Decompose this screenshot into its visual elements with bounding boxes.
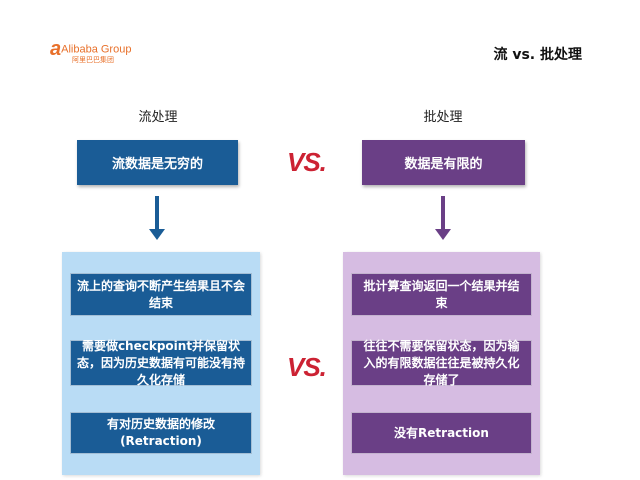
- stream-title: 流处理: [138, 110, 178, 125]
- stream-header-box: 流数据是无穷的: [77, 140, 238, 185]
- batch-item: 没有Retraction: [351, 412, 532, 454]
- down-arrow-icon: [435, 196, 451, 240]
- batch-header-box: 数据是有限的: [362, 140, 525, 185]
- batch-title: 批处理: [423, 110, 463, 125]
- batch-item: 批计算查询返回一个结果并结束: [351, 273, 532, 316]
- down-arrow-icon: [149, 196, 165, 240]
- vs-label-bottom: VS.: [287, 352, 327, 382]
- slide-title: 流 vs. 批处理: [493, 47, 582, 63]
- stream-panel: 流上的查询不断产生结果且不会结束 需要做checkpoint并保留状态，因为历史…: [62, 252, 260, 475]
- batch-item: 往往不需要保留状态，因为输入的有限数据往往是被持久化存储了: [351, 339, 532, 387]
- batch-panel: 批计算查询返回一个结果并结束 往往不需要保留状态，因为输入的有限数据往往是被持久…: [343, 252, 540, 475]
- stream-item: 流上的查询不断产生结果且不会结束: [70, 273, 252, 316]
- stream-item: 需要做checkpoint并保留状态，因为历史数据有可能没有持久化存储: [70, 339, 252, 387]
- stream-item: 有对历史数据的修改(Retraction): [70, 412, 252, 454]
- vs-label-top: VS.: [287, 147, 327, 177]
